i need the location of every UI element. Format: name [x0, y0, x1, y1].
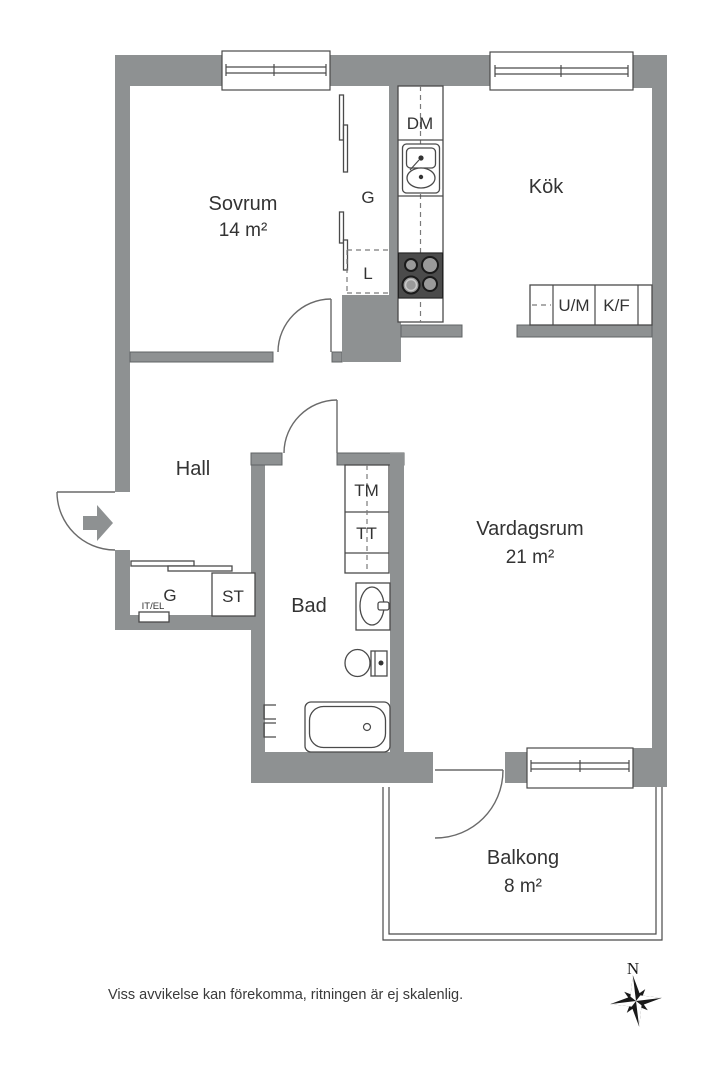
wall-bad-left [251, 453, 265, 783]
room-hall: Hall [176, 458, 210, 480]
bedroom-closet: G L [338, 94, 389, 294]
room-sovrum: Sovrum 14 m² [209, 193, 278, 241]
kitchen-counter: DM [397, 85, 444, 323]
entry-arrow-icon [83, 505, 113, 541]
room-name: Kök [529, 176, 564, 198]
wall-kitchen-bottom-right [516, 324, 653, 338]
kitchen-window [489, 51, 634, 91]
room-labels: Sovrum 14 m² Kök Hall Bad Vardagsrum 21 … [176, 176, 584, 897]
wall-closet-block [342, 295, 401, 362]
compass-north-label: N [627, 959, 639, 978]
dishwasher-label: DM [407, 114, 433, 133]
linen-closet-label: L [363, 264, 372, 283]
balcony-door [434, 769, 504, 839]
disclaimer-text: Viss avvikelse kan förekomma, ritningen … [108, 987, 463, 1003]
wardrobe-bedroom-label: G [361, 188, 374, 207]
room-bad: Bad [291, 595, 327, 617]
bathtub [304, 701, 391, 753]
wall-bad-right [390, 453, 404, 752]
toilet [344, 648, 388, 678]
entry-door [56, 491, 116, 551]
bathroom-fixtures: TM TT [263, 464, 391, 753]
room-balkong: Balkong 8 m² [487, 847, 559, 897]
kitchen-sink [401, 143, 441, 194]
windows [221, 50, 634, 789]
room-name: Bad [291, 595, 327, 617]
walls [115, 55, 667, 787]
wall-right [652, 55, 667, 787]
wall-left-lower [115, 550, 130, 630]
stove [398, 252, 443, 299]
dryer-label: TT [356, 524, 377, 543]
cleaning-closet-label: ST [222, 587, 244, 606]
wall-bottom-bad [251, 752, 433, 783]
room-name: Vardagsrum [476, 518, 583, 540]
room-area: 21 m² [506, 547, 555, 568]
bedroom-door [277, 298, 332, 353]
room-kok: Kök [529, 176, 564, 198]
compass-star-icon [610, 975, 662, 1027]
washing-machine-label: TM [354, 481, 379, 500]
it-el-label: IT/EL [142, 601, 165, 612]
bathroom-door [283, 399, 338, 454]
hall-closets: G ST IT/EL [130, 560, 256, 623]
wall-kitchen-bottom-left [400, 324, 463, 338]
wall-balcony-door-post [505, 752, 527, 783]
bathroom-sink [355, 582, 391, 631]
room-name: Balkong [487, 847, 559, 869]
compass-rose: N [610, 959, 662, 1027]
wall-left-upper [115, 55, 130, 492]
wall-bedroom-bottom [129, 351, 274, 363]
bedroom-window [221, 50, 331, 91]
wall-bad-top-left [250, 452, 283, 466]
wall-bedroom-door-jamb [331, 351, 343, 363]
room-vardagsrum: Vardagsrum 21 m² [476, 518, 583, 568]
wall-top-left [115, 55, 222, 86]
livingroom-window [526, 747, 634, 789]
fridge-freezer-label: K/F [603, 296, 629, 315]
laundry-unit: TM TT [344, 464, 390, 574]
oven-micro-label: U/M [558, 296, 589, 315]
room-area: 8 m² [504, 876, 542, 897]
balcony-railing [382, 787, 663, 941]
room-name: Sovrum [209, 193, 278, 215]
wardrobe-hall-label: G [163, 586, 176, 605]
kitchen-cabinets: U/M K/F [529, 284, 653, 326]
doors [56, 298, 504, 839]
floor-drain [263, 704, 276, 738]
room-name: Hall [176, 458, 210, 480]
wall-hall-bottom [115, 615, 263, 630]
room-area: 14 m² [219, 220, 268, 241]
wall-bottom-right-corner [633, 748, 667, 787]
wall-top-middle [330, 55, 490, 86]
